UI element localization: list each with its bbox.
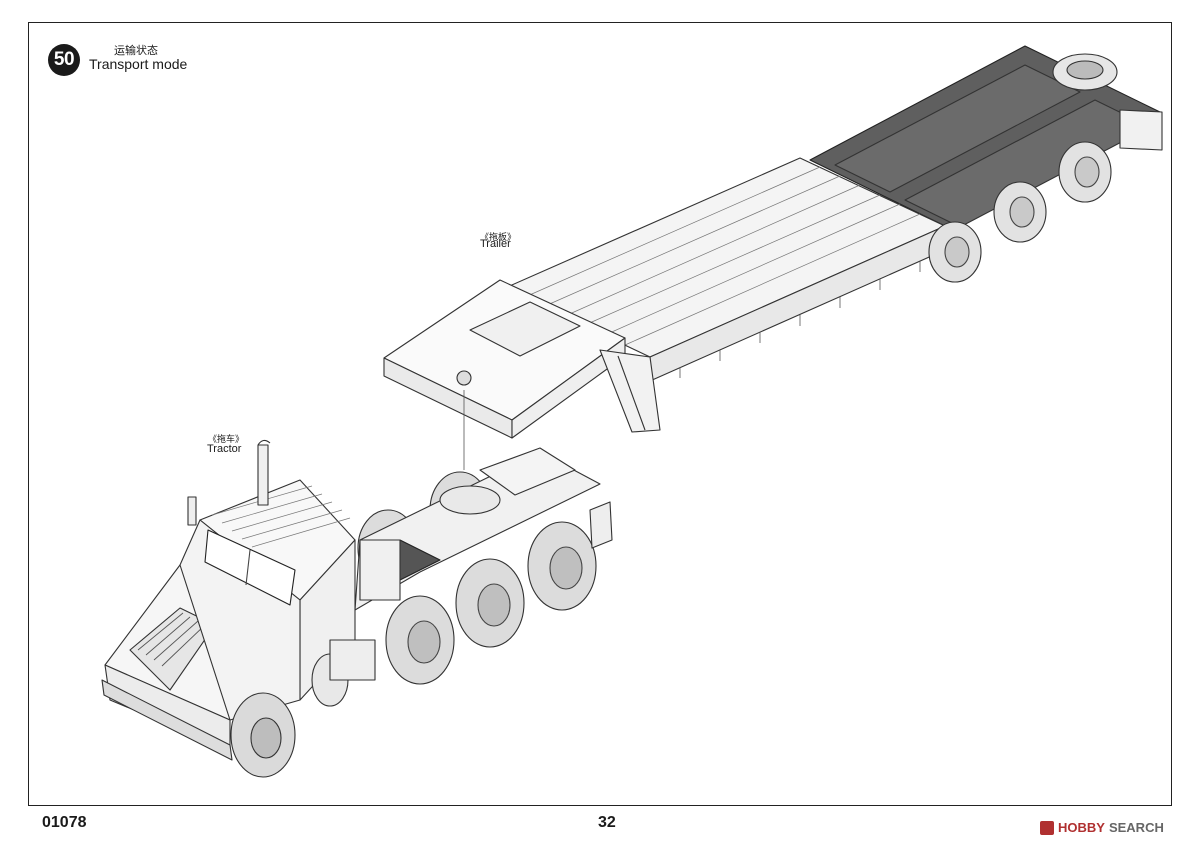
watermark-brand: HOBBY	[1058, 820, 1105, 835]
tractor-label-cn: 《拖车》	[208, 434, 245, 444]
step-title-en: Transport mode	[89, 56, 188, 72]
trailer-label-en: Trailer	[480, 238, 511, 250]
trailer-drawing	[383, 45, 1163, 470]
step-title-cn: 运输状态	[114, 45, 158, 57]
tractor-drawing	[101, 439, 613, 778]
hobby-search-logo-icon	[1040, 820, 1054, 835]
trailer-label-cn: 《拖板》	[480, 232, 517, 242]
watermark-suffix: SEARCH	[1108, 820, 1164, 835]
tractor-label-en: Tractor	[207, 443, 242, 455]
page-number: 32	[598, 814, 616, 831]
step-number-badge: 50	[48, 44, 80, 76]
product-code: 01078	[42, 814, 87, 831]
hobby-search-watermark: HOBBY SEARCH	[1040, 820, 1164, 835]
